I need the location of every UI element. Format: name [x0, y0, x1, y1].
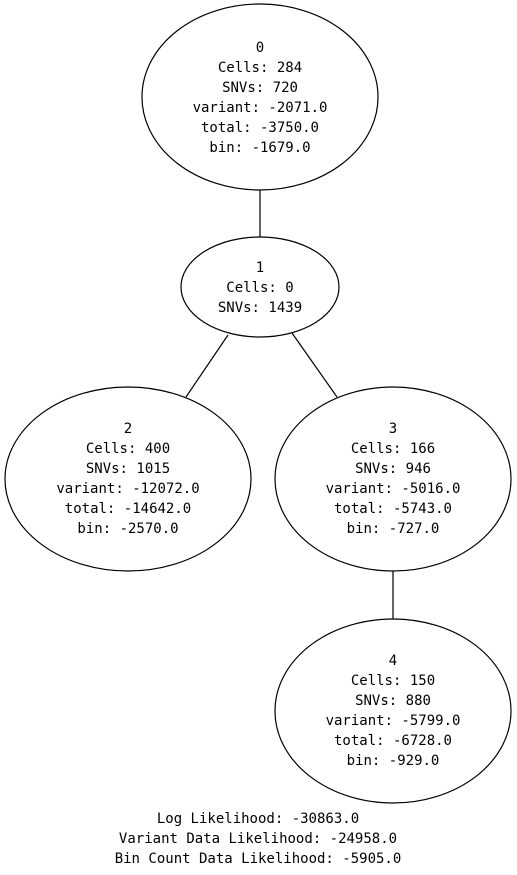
node-1-id: 1 [256, 260, 264, 276]
node-4-snvs: SNVs: 880 [355, 693, 431, 709]
tree-node-3: 3 Cells: 166 SNVs: 946 variant: -5016.0 … [274, 386, 512, 572]
node-4-bin: bin: -929.0 [347, 753, 440, 769]
variant-data-likelihood-label: Variant Data Likelihood: -24958.0 [119, 831, 397, 847]
node-0-variant: variant: -2071.0 [193, 100, 328, 116]
node-4-id: 4 [389, 653, 397, 669]
node-2-cells: Cells: 400 [86, 441, 170, 457]
log-likelihood-label: Log Likelihood: -30863.0 [157, 811, 359, 827]
edge-1-2 [185, 334, 229, 398]
node-2-snvs: SNVs: 1015 [86, 461, 170, 477]
node-3-snvs: SNVs: 946 [355, 461, 431, 477]
node-0-id: 0 [256, 40, 264, 56]
node-4-variant: variant: -5799.0 [326, 713, 461, 729]
node-4-cells: Cells: 150 [351, 673, 435, 689]
tree-node-1: 1 Cells: 0 SNVs: 1439 [180, 236, 340, 338]
node-3-cells: Cells: 166 [351, 441, 435, 457]
node-3-bin: bin: -727.0 [347, 521, 440, 537]
node-0-total: total: -3750.0 [201, 120, 319, 136]
edge-1-3 [291, 332, 338, 398]
node-1-snvs: SNVs: 1439 [218, 300, 302, 316]
tree-node-4: 4 Cells: 150 SNVs: 880 variant: -5799.0 … [274, 618, 512, 804]
tree-node-2: 2 Cells: 400 SNVs: 1015 variant: -12072.… [4, 386, 252, 572]
node-2-id: 2 [124, 421, 132, 437]
node-2-variant: variant: -12072.0 [56, 481, 199, 497]
node-3-total: total: -5743.0 [334, 501, 452, 517]
tree-node-0: 0 Cells: 284 SNVs: 720 variant: -2071.0 … [141, 3, 379, 191]
node-1-cells: Cells: 0 [226, 280, 293, 296]
likelihood-summary: Log Likelihood: -30863.0 Variant Data Li… [115, 811, 402, 867]
bin-count-data-likelihood-label: Bin Count Data Likelihood: -5905.0 [115, 851, 402, 867]
node-0-bin: bin: -1679.0 [209, 140, 310, 156]
node-4-total: total: -6728.0 [334, 733, 452, 749]
node-2-bin: bin: -2570.0 [77, 521, 178, 537]
node-0-snvs: SNVs: 720 [222, 80, 298, 96]
node-3-variant: variant: -5016.0 [326, 481, 461, 497]
node-3-id: 3 [389, 421, 397, 437]
node-2-total: total: -14642.0 [65, 501, 191, 517]
node-0-cells: Cells: 284 [218, 60, 302, 76]
